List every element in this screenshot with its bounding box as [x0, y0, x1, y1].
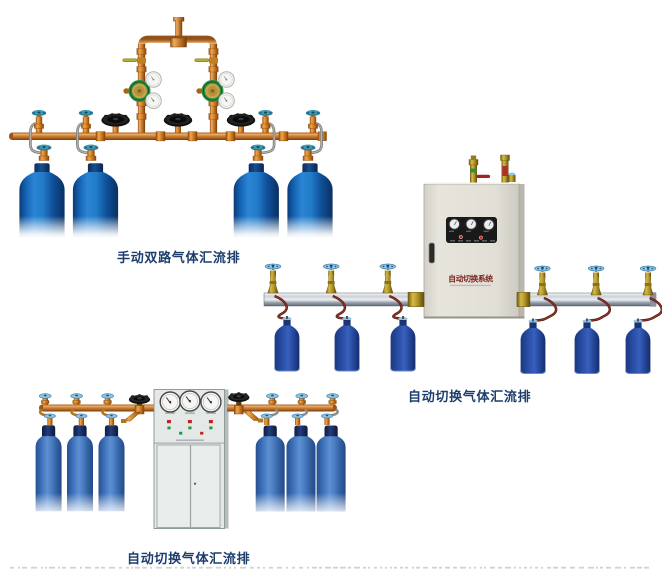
svg-text:自动切换系统: 自动切换系统	[448, 274, 493, 284]
